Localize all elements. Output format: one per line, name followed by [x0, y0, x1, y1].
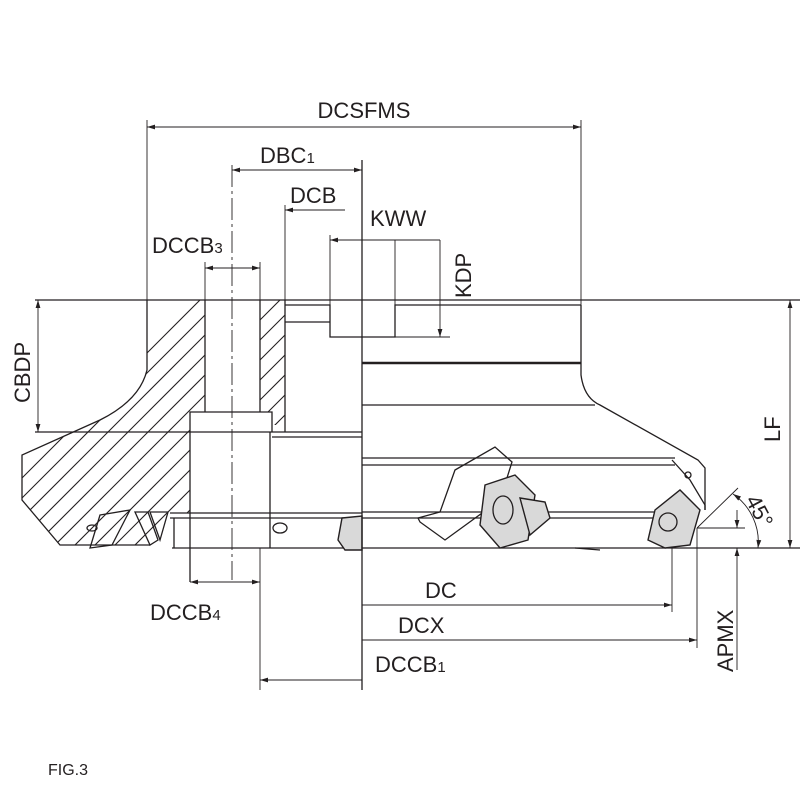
- dim-label-dcx: DCX: [398, 613, 445, 638]
- hatch-line: [22, 300, 205, 545]
- dim-label-apmx: APMX: [713, 609, 738, 672]
- hatch-line: [22, 300, 205, 545]
- dimension-lines: [35, 120, 793, 690]
- hatch-line: [22, 300, 205, 545]
- hatch-line: [260, 300, 285, 425]
- cutter-body: [35, 299, 800, 551]
- dim-label-cbdp: CBDP: [10, 342, 35, 403]
- dim-label-dcb: DCB: [290, 183, 336, 208]
- dim-label-kww: KWW: [370, 206, 426, 231]
- dim-label-dbc1: DBC1: [260, 143, 315, 168]
- hatch-line: [22, 300, 205, 545]
- hatch-line: [260, 300, 285, 425]
- dim-label-dcsfms: DCSFMS: [318, 98, 411, 123]
- dim-label-dc: DC: [425, 578, 457, 603]
- hatch-line: [22, 300, 205, 545]
- hatch-line: [260, 300, 261, 425]
- dim-label-angle: 45°: [741, 491, 779, 532]
- dim-label-dccb1: DCCB1: [375, 652, 446, 677]
- dim-label-dccb3: DCCB3: [152, 233, 223, 258]
- hatch-line: [22, 300, 205, 545]
- hatch-line: [22, 300, 205, 545]
- dim-label-dccb4: DCCB4: [150, 600, 221, 625]
- hatch-line: [22, 300, 205, 545]
- dim-label-kdp: KDP: [451, 253, 476, 298]
- hatch-line: [22, 300, 205, 545]
- figure-caption: FIG.3: [48, 762, 88, 779]
- dim-label-lf: LF: [760, 416, 785, 442]
